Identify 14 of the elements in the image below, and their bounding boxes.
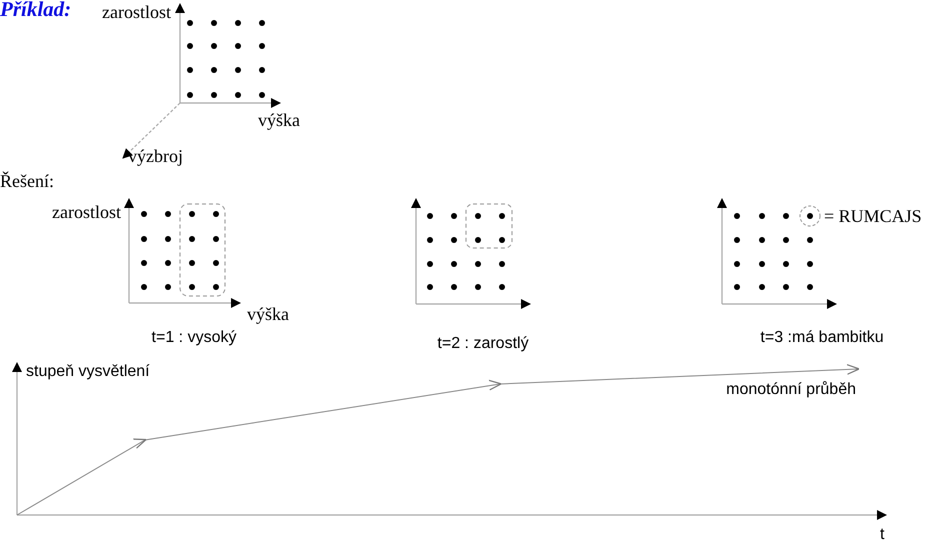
title: Příklad: xyxy=(0,0,72,22)
step-caption: t=1 : vysoký xyxy=(152,329,236,347)
step-caption: t=2 : zarostlý xyxy=(437,335,529,353)
axis-label: výška xyxy=(247,305,289,325)
curve-label: monotónní průběh xyxy=(726,381,856,399)
annotation: = RUMCAJS xyxy=(824,207,922,227)
axis-label: stupeň vysvětlení xyxy=(26,363,150,381)
axis-label: zarostlost xyxy=(102,3,171,23)
axis-label: výška xyxy=(258,111,300,131)
step-caption: t=3 :má bambitku xyxy=(760,329,884,347)
axis-label: výzbroj xyxy=(128,147,183,167)
axis-label: zarostlost xyxy=(52,203,121,223)
section-heading: Řešení: xyxy=(0,172,54,192)
axis-label: t xyxy=(880,526,884,544)
